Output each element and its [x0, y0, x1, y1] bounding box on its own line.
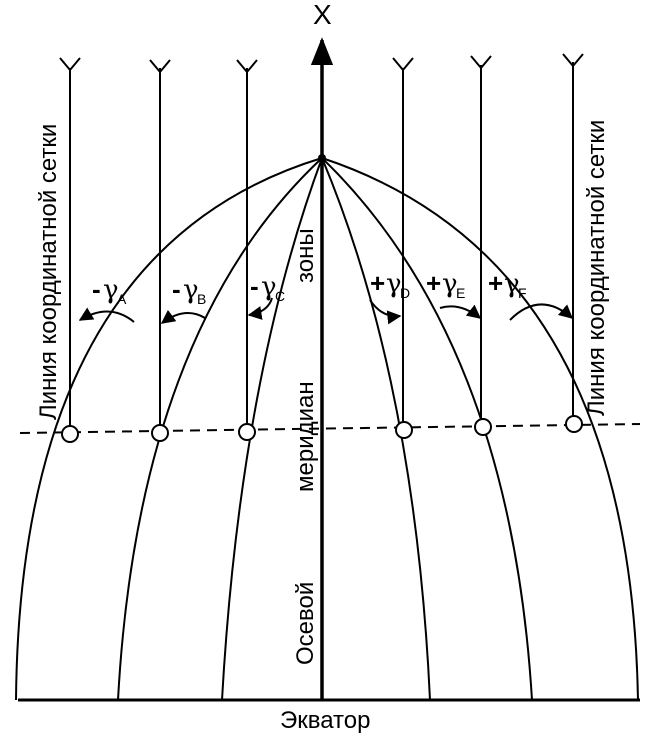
axial-meridian-label-1: Осевой [292, 582, 319, 665]
gamma-subscript-d: D [400, 285, 410, 301]
gamma-subscript-f: F [518, 285, 527, 301]
arc-gamma-b [160, 309, 206, 324]
grid-line-label-left: Линия координатной сетки [35, 124, 62, 420]
pole-point [318, 154, 326, 162]
gamma-symbol-e: γ [442, 269, 458, 299]
parallel-points [61, 415, 583, 443]
point-e [474, 418, 492, 436]
axial-meridian-label-3: зоны [292, 228, 319, 283]
gamma-sign-c: - [250, 271, 259, 301]
point-b [151, 424, 169, 442]
grid-line-label-right: Линия координатной сетки [583, 120, 610, 416]
gamma-sign-a: - [92, 274, 101, 304]
grid-lines [69, 62, 574, 433]
point-a [61, 425, 79, 443]
equator-label: Экватор [280, 707, 370, 734]
fork-a [59, 57, 81, 72]
fork-c [236, 59, 258, 74]
gamma-symbol-d: γ [386, 269, 402, 299]
gamma-symbol-b: γ [183, 275, 199, 305]
arc-gamma-f [509, 303, 574, 321]
gamma-label-f: + γ F [488, 268, 527, 301]
gamma-label-e: + γ E [426, 268, 465, 301]
fork-d [392, 57, 414, 72]
x-axis-label: X [313, 0, 332, 30]
gamma-sign-e: + [426, 268, 441, 298]
fork-f [562, 53, 584, 68]
point-d [395, 421, 413, 439]
arc-gamma-c [247, 297, 273, 320]
meridian-west-1 [15, 157, 323, 701]
gamma-label-d: + γ D [370, 268, 410, 301]
gamma-subscript-e: E [456, 285, 465, 301]
arc-gamma-a [78, 307, 135, 323]
gamma-subscript-b: B [197, 291, 206, 307]
meridian-west-3 [221, 157, 323, 701]
meridian-east-2 [321, 157, 533, 701]
fork-b [149, 59, 171, 74]
gamma-subscript-a: A [117, 291, 127, 307]
meridian-west-2 [117, 157, 323, 701]
gamma-sign-b: - [172, 274, 181, 304]
gamma-symbol-c: γ [261, 272, 277, 302]
grid-line-forks [59, 53, 584, 74]
gamma-label-b: - γ B [172, 274, 206, 307]
gamma-sign-f: + [488, 268, 503, 298]
gamma-label-c: - γ C [250, 271, 285, 304]
gamma-label-a: - γ A [92, 274, 127, 307]
arc-gamma-d [369, 299, 402, 325]
gamma-symbol-a: γ [103, 275, 119, 305]
dashed-parallel [19, 423, 641, 434]
gamma-symbol-f: γ [504, 269, 520, 299]
point-f [565, 415, 583, 433]
meridian-east-1 [321, 157, 431, 701]
arc-gamma-e [439, 304, 482, 319]
point-c [238, 423, 256, 441]
angle-arcs [78, 297, 574, 325]
fork-e [470, 55, 492, 70]
axial-meridian-label-2: меридиан [292, 381, 319, 492]
gamma-sign-d: + [370, 268, 385, 298]
gamma-subscript-c: C [275, 288, 285, 304]
meridians [15, 157, 639, 701]
